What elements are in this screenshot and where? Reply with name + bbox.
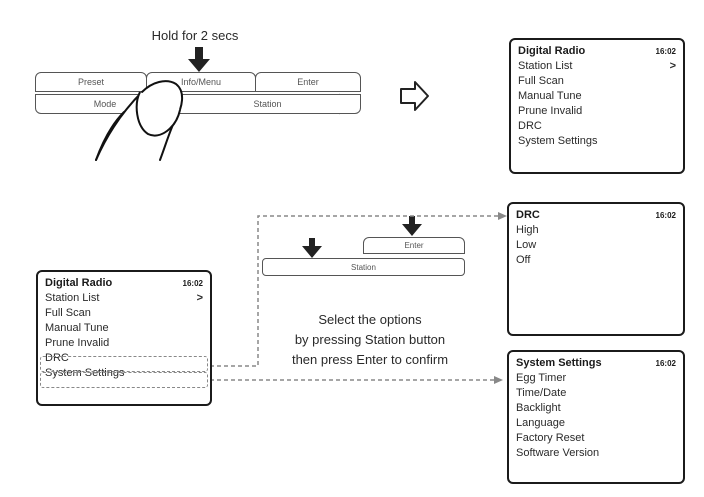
menu-item-backlight[interactable]: Backlight xyxy=(516,402,561,414)
menu-item-software-version[interactable]: Software Version xyxy=(516,447,600,459)
menu-item-station-list[interactable]: Station List > xyxy=(518,60,676,72)
system-settings-screen: System Settings 16:02 Egg Timer Time/Dat… xyxy=(507,350,685,484)
menu-item-prune-invalid[interactable]: Prune Invalid xyxy=(518,105,583,117)
preset-button[interactable]: Preset xyxy=(35,72,147,92)
menu-item-full-scan[interactable]: Full Scan xyxy=(518,75,564,87)
screen-header: DRC 16:02 xyxy=(516,208,676,223)
down-arrow-icon xyxy=(402,216,422,236)
menu-item-drc[interactable]: DRC xyxy=(518,120,542,132)
connector-arrowhead xyxy=(498,212,507,220)
menu-item-station-list[interactable]: Station List > xyxy=(45,292,203,304)
select-instruction: Select the options by pressing Station b… xyxy=(291,312,449,367)
menu-item-low[interactable]: Low xyxy=(516,239,537,251)
station-button-small[interactable]: Station xyxy=(262,258,465,276)
screen-title: Digital Radio xyxy=(45,277,113,289)
chevron-right-icon: > xyxy=(669,60,676,72)
screen-time: 16:02 xyxy=(655,359,676,368)
screen-header: System Settings 16:02 xyxy=(516,356,676,371)
enter-button[interactable]: Enter xyxy=(255,72,361,92)
station-button[interactable]: Station xyxy=(174,94,361,114)
down-arrow-icon xyxy=(302,238,322,258)
menu-item-system-settings[interactable]: System Settings xyxy=(518,135,598,147)
drc-highlight xyxy=(40,356,208,372)
screen-header: Digital Radio 16:02 xyxy=(518,44,676,59)
menu-item-off[interactable]: Off xyxy=(516,254,531,266)
dashed-connectors xyxy=(210,215,502,381)
right-arrow-outline-icon xyxy=(400,81,429,111)
enter-button-small[interactable]: Enter xyxy=(363,237,465,254)
menu-item-system-settings[interactable]: System Settings xyxy=(45,367,125,379)
menu-item-egg-timer[interactable]: Egg Timer xyxy=(516,372,567,384)
connector-arrowhead xyxy=(494,376,503,384)
menu-item-manual-tune[interactable]: Manual Tune xyxy=(518,90,582,102)
menu-item-time-date[interactable]: Time/Date xyxy=(516,387,567,399)
menu-item-language[interactable]: Language xyxy=(516,417,565,429)
chevron-right-icon: > xyxy=(196,292,203,304)
screen-title: System Settings xyxy=(516,357,602,369)
hold-instruction: Hold for 2 secs xyxy=(151,28,239,43)
main-menu-screen-bottom: Digital Radio 16:02 Station List > Full … xyxy=(36,270,212,406)
screen-time: 16:02 xyxy=(655,47,676,56)
menu-item-prune-invalid[interactable]: Prune Invalid xyxy=(45,337,110,349)
screen-title: DRC xyxy=(516,209,540,221)
system-settings-highlight xyxy=(40,372,208,388)
menu-item-full-scan[interactable]: Full Scan xyxy=(45,307,91,319)
menu-item-factory-reset[interactable]: Factory Reset xyxy=(516,432,585,444)
screen-time: 16:02 xyxy=(182,279,203,288)
screen-header: Digital Radio 16:02 xyxy=(45,276,203,291)
menu-item-high[interactable]: High xyxy=(516,224,539,236)
menu-item-drc[interactable]: DRC xyxy=(45,352,69,364)
menu-item-manual-tune[interactable]: Manual Tune xyxy=(45,322,109,334)
screen-time: 16:02 xyxy=(655,211,676,220)
screen-title: Digital Radio xyxy=(518,45,586,57)
down-arrow-icon xyxy=(188,47,210,72)
main-menu-screen: Digital Radio 16:02 Station List > Full … xyxy=(509,38,685,174)
drc-screen: DRC 16:02 High Low Off xyxy=(507,202,685,336)
